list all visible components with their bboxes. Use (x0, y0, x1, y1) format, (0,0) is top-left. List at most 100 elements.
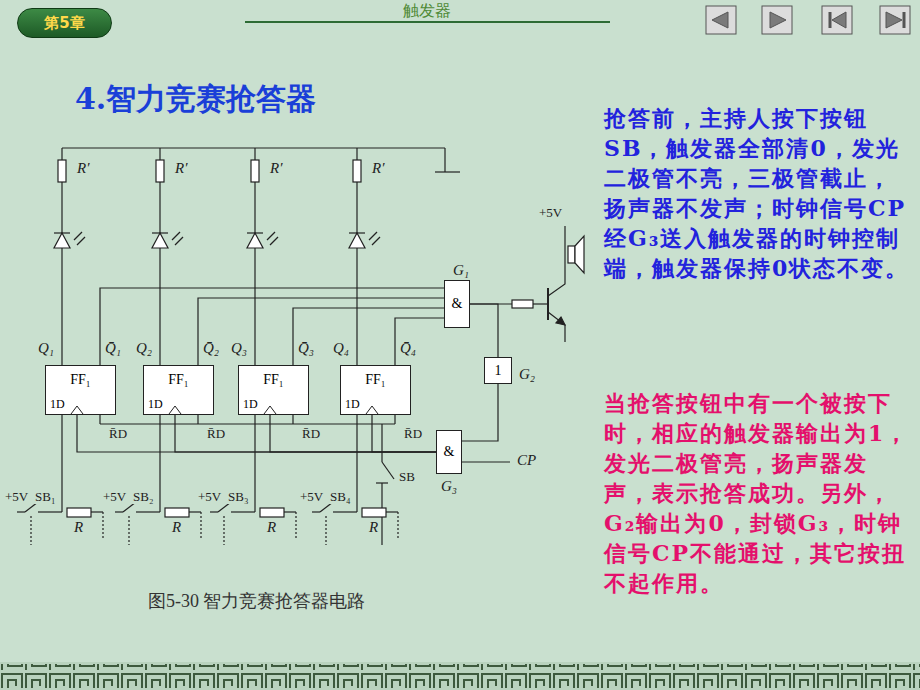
border-band (0, 662, 920, 690)
header-rule (245, 21, 610, 23)
output-name: Q₁ (37, 340, 55, 357)
figure-caption: 图5-30 智力竞赛抢答器电路 (148, 592, 366, 612)
pin-name: R̄D (301, 427, 321, 441)
resistor-label: R (266, 519, 277, 536)
signal-name: CP (516, 452, 537, 469)
wire (223, 516, 224, 545)
wire (231, 511, 255, 512)
schematic (17, 148, 584, 545)
flip-flop: FF₁1D (45, 365, 116, 415)
signal-wire (100, 288, 444, 365)
wire (99, 415, 100, 424)
pin-name: R̄D (108, 427, 128, 441)
signal-wire (462, 384, 498, 441)
clock-triangle (71, 406, 83, 414)
resistor-symbol (67, 508, 91, 517)
wire (356, 148, 357, 160)
clock-triangle (366, 406, 378, 414)
wire (152, 232, 168, 233)
wire (128, 516, 129, 545)
resistor-symbol (353, 160, 361, 182)
clock-triangle (264, 406, 276, 414)
gate-name: G₁ (452, 262, 470, 279)
pin-name: 1D (345, 397, 360, 412)
output-name: Q̄₁ (104, 340, 122, 357)
wire (349, 232, 365, 233)
wire (136, 511, 160, 512)
clock-triangle (263, 405, 277, 414)
and-gate: & (436, 430, 462, 474)
output-name: Q₄ (332, 340, 350, 357)
wire (372, 237, 380, 245)
signal-wire (270, 415, 436, 452)
node-text: FF₁ (239, 372, 308, 388)
wire (61, 415, 62, 512)
wire (61, 182, 62, 365)
wire (312, 511, 320, 512)
nav-buttons (706, 6, 910, 34)
wire (292, 415, 293, 424)
not-gate: 1 (484, 357, 512, 384)
flip-flop: FF₁ 1D (143, 365, 214, 415)
wire (284, 511, 296, 512)
output-name: Q̄₃ (297, 340, 315, 357)
resistor-symbol (251, 160, 259, 182)
node-text: & (452, 296, 463, 312)
wire (38, 511, 62, 512)
signal-wire (175, 415, 436, 452)
clock-triangle (169, 406, 181, 414)
resistor-label: R′ (76, 160, 90, 177)
wire (200, 512, 201, 540)
output-name: Q̄₄ (399, 340, 417, 357)
wire (77, 237, 85, 245)
resistor-label: R (368, 519, 379, 536)
resistor-label: R′ (269, 160, 283, 177)
clock-triangle (70, 405, 84, 414)
wire (356, 415, 357, 512)
gate-name: G₃ (440, 478, 458, 495)
wire (254, 182, 255, 365)
note-text: 抢答前，主持人按下按钮SB，触发器全部清0，发光二极管不亮，三极管截止，扬声器不… (604, 103, 912, 283)
wire (270, 237, 278, 245)
wire (172, 232, 180, 240)
flip-flop: FF₁1D (238, 365, 309, 415)
output-name: Q̄₂ (202, 340, 220, 357)
resistor-label: R (171, 519, 182, 536)
wire (386, 511, 398, 512)
wire (295, 512, 296, 540)
chapter-badge: 第5章 (17, 8, 112, 38)
node-text: FF₁ (46, 372, 115, 388)
wire (159, 415, 160, 512)
supply-label: +5V (102, 490, 127, 504)
switch-label: SB₂ (132, 490, 154, 504)
pin-name: 1D (148, 397, 163, 412)
output-name: Q₃ (230, 340, 248, 357)
resistor-symbol (362, 508, 386, 517)
wire (159, 148, 160, 160)
supply-label: +5V (4, 490, 29, 504)
wire (61, 148, 62, 160)
resistor-label: R′ (174, 160, 188, 177)
wire (254, 148, 255, 160)
led-symbol (349, 233, 365, 248)
resistor-symbol (156, 160, 164, 182)
node-text: 第5章 (44, 14, 84, 33)
node-text: FF₁ (144, 372, 213, 388)
signal-wire (77, 415, 436, 452)
wire (189, 511, 201, 512)
slide-title: 4.智力竞赛抢答器 (75, 82, 316, 115)
wire (356, 182, 357, 365)
resistor-symbol (58, 160, 66, 182)
switch-label: SB₃ (227, 490, 249, 504)
resistor-symbol (260, 508, 284, 517)
node-text: FF₁ (341, 372, 410, 388)
supply-label: +5V (538, 206, 563, 220)
resistor-label: R (73, 519, 84, 536)
wire (369, 232, 377, 240)
greek-key (0, 664, 920, 688)
gate-name: G₂ (518, 366, 536, 383)
wire (254, 415, 255, 512)
pin-name: R̄D (403, 427, 423, 441)
wire (267, 232, 275, 240)
wire (397, 512, 398, 540)
